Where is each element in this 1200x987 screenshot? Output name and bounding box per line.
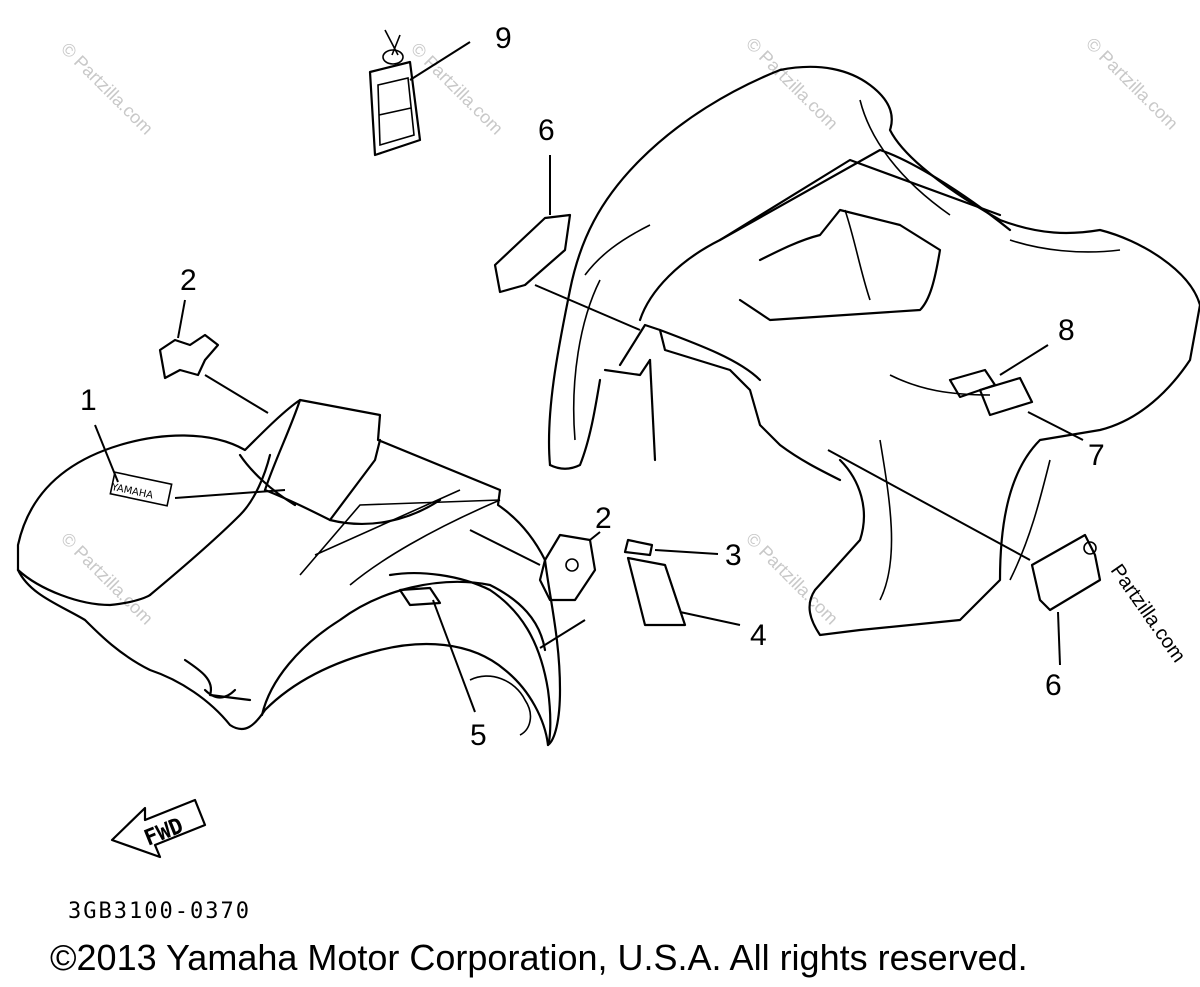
copyright: ©2013 Yamaha Motor Corporation, U.S.A. A… (50, 937, 1028, 978)
callout-1: 1 (80, 384, 97, 417)
callout-9: 9 (495, 22, 512, 55)
decals (158, 29, 1102, 627)
callout-4: 4 (750, 619, 767, 652)
rear-fender-drawing (547, 65, 1200, 637)
side-watermark: Partzilla.com (1106, 560, 1190, 666)
callout-8: 8 (1058, 314, 1075, 347)
callout-numbers: 1 2 2 3 4 5 6 6 7 8 9 (80, 22, 1105, 752)
watermark: © Partzilla.com (407, 39, 507, 139)
callout-7: 7 (1088, 439, 1105, 472)
watermark: © Partzilla.com (1082, 34, 1182, 134)
callout-3: 3 (725, 539, 742, 572)
callout-2: 2 (595, 502, 612, 535)
watermark: © Partzilla.com (742, 529, 842, 629)
watermark: © Partzilla.com (742, 34, 842, 134)
watermark: © Partzilla.com (57, 39, 157, 139)
fwd-arrow-icon: FWD (110, 798, 207, 859)
callout-6: 6 (538, 114, 555, 147)
leader-lines (94, 41, 1084, 713)
callout-6: 6 (1045, 669, 1062, 702)
callout-2: 2 (180, 264, 197, 297)
callout-5: 5 (470, 719, 487, 752)
part-code: 3GB3100-0370 (68, 899, 251, 924)
watermarks: © Partzilla.com © Partzilla.com © Partzi… (57, 34, 1182, 629)
